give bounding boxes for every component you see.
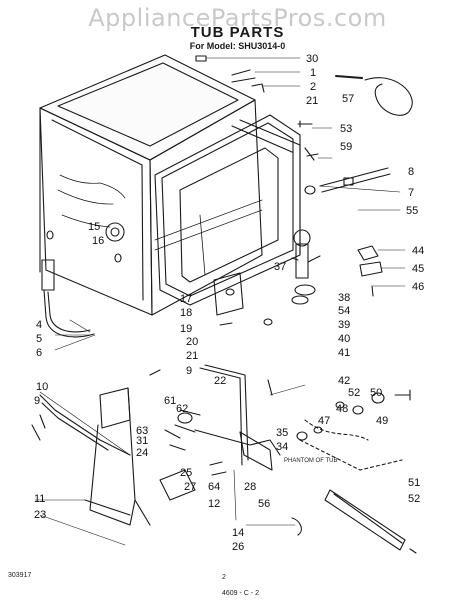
callout-45: 45 [412,263,424,275]
callout-41: 41 [338,347,350,359]
callout-1: 1 [310,67,316,79]
callout-9-left: 9 [34,395,40,407]
callout-57: 57 [342,93,354,105]
callout-25: 25 [180,467,192,479]
callout-37: 37 [274,261,286,273]
callout-15: 15 [88,221,100,233]
diagram-title: TUB PARTS [190,24,285,41]
callout-53: 53 [340,123,352,135]
model-subtitle: For Model: SHU3014-0 [189,41,286,51]
switch-bracket [357,245,383,297]
callout-21: 21 [186,350,198,362]
footer-right-code: 4609 - C - 2 [222,590,259,597]
callout-24: 24 [136,447,148,459]
fill-hose [319,167,391,193]
callout-9-center: 9 [186,365,192,377]
callout-11: 11 [34,493,45,505]
callout-64: 64 [208,481,220,493]
callout-52-upper: 52 [348,387,360,399]
callout-21-top: 21 [306,95,318,107]
callout-61: 61 [164,395,176,407]
callout-34: 34 [276,441,288,453]
callout-19: 19 [180,323,192,335]
callout-40: 40 [338,333,350,345]
mounting-bracket [213,272,273,326]
callout-59: 59 [340,141,352,153]
callout-30: 30 [306,53,318,65]
callout-8: 8 [408,166,414,178]
callout-56: 56 [258,498,270,510]
callout-22: 22 [214,375,226,387]
callout-49: 49 [376,415,388,427]
callout-44: 44 [412,245,424,257]
callout-55: 55 [406,205,418,217]
callout-labels: 30 1 2 21 57 53 59 8 7 55 44 45 46 37 38… [34,53,424,553]
callout-28: 28 [244,481,256,493]
page-number: 2 [222,574,226,581]
callout-14: 14 [232,527,244,539]
callout-52-lower: 52 [408,493,420,505]
top-hardware [195,55,319,195]
callout-62: 62 [176,403,188,415]
footer-left-code: 303917 [8,572,32,579]
callout-63: 63 [136,425,148,437]
callout-20: 20 [186,336,198,348]
callout-10: 10 [36,381,48,393]
tub-rail-parts [291,389,417,554]
phantom-note: PHANTOM OF TUB [284,458,337,464]
callout-17: 17 [180,293,192,305]
callout-2: 2 [310,81,316,93]
tub-interior [154,199,263,276]
callout-26: 26 [232,541,244,553]
callout-5: 5 [36,333,42,345]
callout-16: 16 [92,235,104,247]
float-assembly [291,229,321,305]
tub-body [39,54,263,316]
callout-48: 48 [336,403,348,415]
callout-12: 12 [208,498,220,510]
callout-51: 51 [408,477,420,489]
lower-frame [31,369,161,526]
callout-42: 42 [338,375,350,387]
callout-18: 18 [180,307,192,319]
callout-50: 50 [370,387,382,399]
callout-46: 46 [412,281,424,293]
callout-31: 31 [136,435,148,447]
callout-54: 54 [338,305,350,317]
callout-leaders [34,57,406,546]
callout-27: 27 [184,481,196,493]
drain-hose [335,75,413,116]
callout-35: 35 [276,427,288,439]
callout-38: 38 [338,292,350,304]
callout-7: 7 [408,187,414,199]
door-gasket [154,114,301,306]
watermark: AppliancePartsPros.com [88,4,387,32]
callout-23: 23 [34,509,46,521]
bottom-frame [159,364,281,501]
callout-4: 4 [36,319,42,331]
callout-39: 39 [338,319,350,331]
callout-47: 47 [318,415,330,427]
callout-6: 6 [36,347,42,359]
